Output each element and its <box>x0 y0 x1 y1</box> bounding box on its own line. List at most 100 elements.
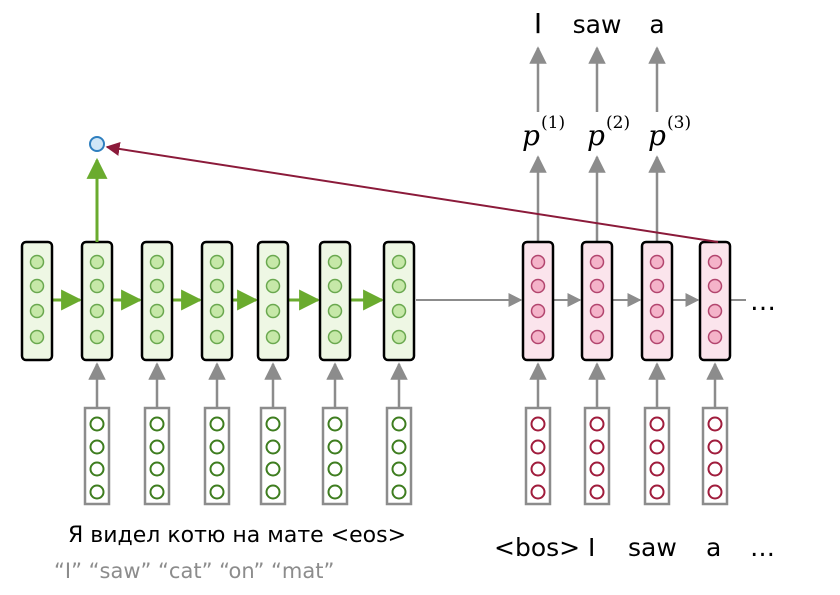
source-sentence: Я видел котю на мате <eos> <box>68 523 406 548</box>
cell-box <box>580 240 614 362</box>
embedding-dot <box>89 416 105 432</box>
embedding-dot <box>265 416 281 432</box>
probability-1: p (1) <box>522 113 565 152</box>
embedding-dot <box>149 439 165 455</box>
encoder-input-embedding <box>143 406 171 506</box>
cell-dot <box>29 278 45 294</box>
cell-dot <box>589 254 605 270</box>
output-word: a <box>649 10 664 39</box>
probability-3: p (3) <box>648 113 691 152</box>
cell-dot <box>29 329 45 345</box>
cell-dot <box>149 278 165 294</box>
cell-dot <box>89 303 105 319</box>
cell-dot <box>265 303 281 319</box>
cell-dot <box>327 303 343 319</box>
cell-dot <box>649 254 665 270</box>
cell-dot <box>391 329 407 345</box>
decoder-cell <box>698 240 732 362</box>
encoder-cell <box>80 240 114 362</box>
cell-dot <box>589 278 605 294</box>
embedding-dot <box>707 484 723 500</box>
cell-dot <box>209 278 225 294</box>
probability-2: p (2) <box>587 113 630 152</box>
embedding-dot <box>649 461 665 477</box>
decoder-input-word: a <box>706 533 721 562</box>
embedding-dot <box>327 461 343 477</box>
cell-dot <box>707 254 723 270</box>
decoder-cell <box>640 240 674 362</box>
decoder-input-embedding <box>701 406 729 506</box>
cell-dot <box>29 303 45 319</box>
source-gloss: “I” “saw” “cat” “on” “mat” <box>54 559 334 583</box>
encoder-input-embedding <box>385 406 413 506</box>
decoder-input-embedding <box>583 406 611 506</box>
cell-dot <box>327 278 343 294</box>
probability-symbol: p <box>587 119 605 152</box>
cell-dot <box>327 329 343 345</box>
probability-symbol: p <box>522 119 540 152</box>
cell-box <box>200 240 234 362</box>
embedding-dot <box>649 439 665 455</box>
embedding-dot <box>391 484 407 500</box>
decoder-input-embedding <box>643 406 671 506</box>
embedding-dot <box>209 416 225 432</box>
cell-dot <box>149 329 165 345</box>
cell-dot <box>89 329 105 345</box>
cells-layer <box>20 240 732 506</box>
embedding-dot <box>149 416 165 432</box>
cell-dot <box>265 278 281 294</box>
encoder-input-embedding <box>259 406 287 506</box>
embedding-dot <box>209 461 225 477</box>
embedding-dot <box>391 416 407 432</box>
encoder-cell <box>200 240 234 362</box>
cell-dot <box>327 254 343 270</box>
probability-superscript: (2) <box>606 113 630 133</box>
cell-dot <box>265 329 281 345</box>
decoder-input-word: <bos> <box>494 533 580 562</box>
probability-superscript: (1) <box>541 113 565 133</box>
cell-dot <box>149 254 165 270</box>
attention-node <box>89 136 105 152</box>
cell-dot <box>589 303 605 319</box>
embedding-dot <box>149 484 165 500</box>
cell-dot <box>649 303 665 319</box>
embedding-dot <box>89 484 105 500</box>
embedding-dot <box>265 484 281 500</box>
encoder-cell <box>256 240 290 362</box>
arrows-layer <box>53 46 746 407</box>
decoder-cell <box>521 240 555 362</box>
encoder-cell <box>140 240 174 362</box>
cell-dot <box>265 254 281 270</box>
embedding-dot <box>327 439 343 455</box>
encoder-cell <box>318 240 352 362</box>
embedding-dot <box>530 416 546 432</box>
decoder-ellipsis: … <box>750 287 776 317</box>
decoder-input-embedding <box>524 406 552 506</box>
cell-box <box>140 240 174 362</box>
embedding-dot <box>391 461 407 477</box>
embedding-dot <box>209 484 225 500</box>
cell-dot <box>707 303 723 319</box>
cell-dot <box>89 278 105 294</box>
encoder-input-embedding <box>203 406 231 506</box>
embedding-dot <box>649 416 665 432</box>
embedding-dot <box>327 484 343 500</box>
encoder-input-embedding <box>83 406 111 506</box>
embedding-dot <box>89 439 105 455</box>
cell-box <box>20 240 54 362</box>
embedding-dot <box>707 439 723 455</box>
attention-score-arrow <box>105 142 719 243</box>
embedding-dot <box>265 461 281 477</box>
embedding-dot <box>530 439 546 455</box>
cell-box <box>382 240 416 362</box>
embedding-dot <box>89 461 105 477</box>
embedding-dot <box>589 439 605 455</box>
cell-box <box>640 240 674 362</box>
embedding-dot <box>327 416 343 432</box>
cell-dot <box>209 303 225 319</box>
cell-box <box>256 240 290 362</box>
embedding-dot <box>707 461 723 477</box>
cell-dot <box>29 254 45 270</box>
cell-dot <box>391 303 407 319</box>
